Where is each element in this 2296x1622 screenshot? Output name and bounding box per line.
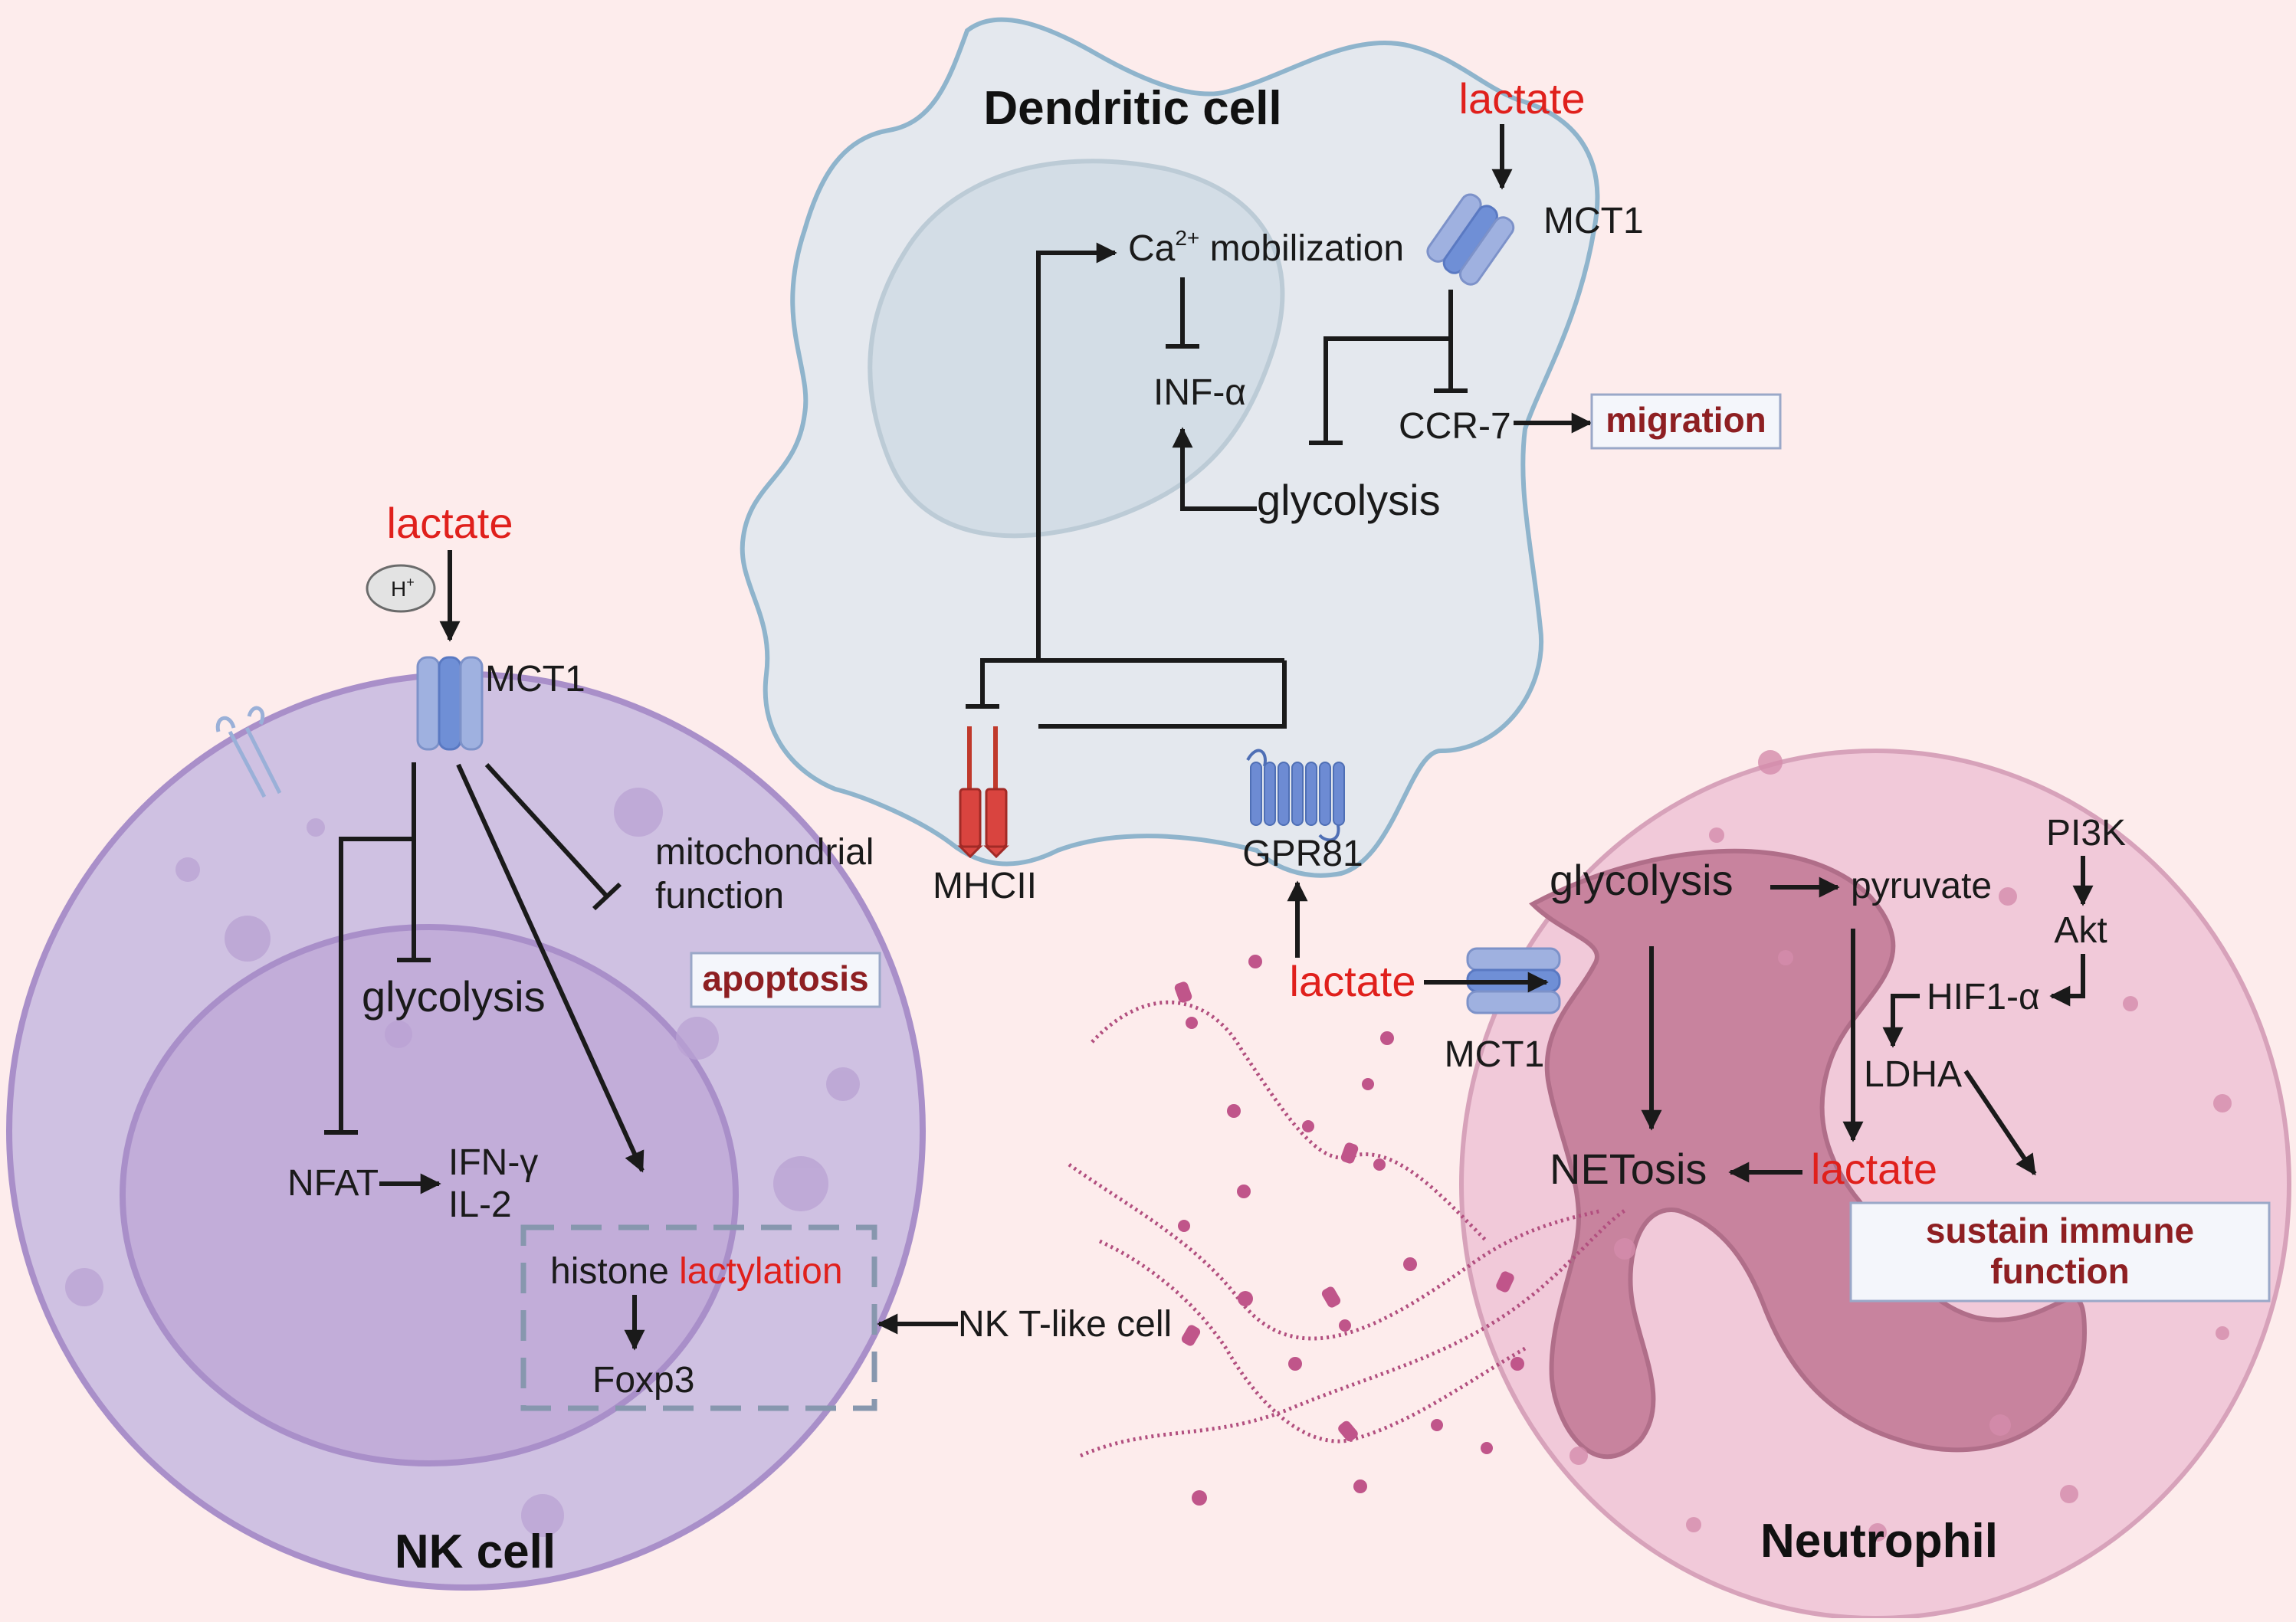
nk-mct1-label: MCT1 bbox=[485, 659, 585, 700]
dendritic-lactate-label: lactate bbox=[1459, 74, 1586, 123]
ldha-to-sustain-arrow bbox=[1963, 1070, 2037, 1176]
mct1-inhibits-nfat-line bbox=[339, 837, 414, 1132]
histone-lactylation-label: histone lactylation bbox=[550, 1251, 843, 1292]
sustain-immune-line2: function bbox=[1990, 1251, 2129, 1291]
inf-alpha-label: INF-α bbox=[1153, 372, 1246, 413]
nkt-cell-label: NK T-like cell bbox=[958, 1304, 1172, 1345]
nk-vesicles bbox=[65, 788, 860, 1537]
net-strands bbox=[1068, 1000, 1626, 1458]
nk-title: NK cell bbox=[395, 1525, 556, 1578]
sustain-immune-box bbox=[1849, 1201, 2271, 1303]
hif-to-ldha-arrow bbox=[1882, 994, 1920, 1048]
mhcii-inhibition-line bbox=[980, 658, 1284, 706]
dendritic-title: Dendritic cell bbox=[983, 82, 1281, 135]
ca-mobilization-label: Ca2+ mobilization bbox=[1128, 226, 1404, 269]
dendritic-glycolysis-label: glycolysis bbox=[1257, 476, 1441, 524]
neutrophil-nucleus bbox=[1529, 848, 2088, 1460]
pyruvate-label: pyruvate bbox=[1851, 866, 1992, 906]
ldha-label: LDHA bbox=[1864, 1054, 1962, 1095]
il2-label: IL-2 bbox=[448, 1185, 512, 1225]
hif1a-label: HIF1-α bbox=[1927, 977, 2040, 1017]
nk-nucleus bbox=[120, 924, 739, 1466]
apoptosis-box bbox=[690, 952, 881, 1008]
nk-receptor-icon bbox=[215, 706, 282, 798]
mhcii-label: MHCII bbox=[933, 866, 1037, 906]
nk-glycolysis-label: glycolysis bbox=[362, 972, 546, 1021]
akt-to-hif-arrow bbox=[2049, 954, 2085, 1007]
migration-label: migration bbox=[1606, 400, 1766, 440]
nk-lactate-label: lactate bbox=[387, 499, 513, 547]
migration-box bbox=[1590, 393, 1782, 450]
neutrophil-granules bbox=[1569, 750, 2232, 1542]
mhcii-receptor-icon bbox=[957, 726, 1009, 859]
inhibit-mhcii-line bbox=[1038, 660, 1287, 729]
neutrophil-glycolysis-label: glycolysis bbox=[1550, 856, 1733, 904]
glycolysis-to-inf-arrow bbox=[1172, 427, 1257, 511]
net-granules bbox=[1174, 955, 1524, 1506]
mito-label-line2: function bbox=[655, 876, 784, 916]
foxp3-label: Foxp3 bbox=[592, 1360, 694, 1401]
proton-bubble bbox=[366, 564, 436, 613]
ifn-gamma-label: IFN-γ bbox=[448, 1142, 538, 1183]
neutrophil-mct1-transporter-icon bbox=[1466, 947, 1561, 1014]
dendritic-mct1-label: MCT1 bbox=[1543, 201, 1644, 241]
mct1-inhibits-mito-line bbox=[484, 762, 609, 899]
netosis-label: NETosis bbox=[1550, 1145, 1707, 1193]
mct1-to-lactylation-arrow bbox=[456, 763, 645, 1173]
mito-label-line1: mitochondrial bbox=[655, 832, 874, 873]
neutrophil-lactate-in-label: lactate bbox=[1290, 957, 1416, 1005]
nk-mct1-transporter-icon bbox=[416, 656, 484, 751]
lactylation-dashed-box bbox=[520, 1224, 877, 1411]
gpr81-label: GPR81 bbox=[1242, 834, 1363, 874]
apoptosis-label: apoptosis bbox=[702, 958, 868, 998]
mct1-transporter-icon bbox=[1426, 193, 1515, 286]
ccr7-label: CCR-7 bbox=[1399, 406, 1511, 447]
mct1-inhibits-glycolysis-line bbox=[1323, 336, 1451, 443]
gpr81-receptor-icon bbox=[1246, 749, 1345, 842]
neutrophil-lactate-label: lactate bbox=[1811, 1145, 1937, 1193]
neutrophil-mct1-label: MCT1 bbox=[1445, 1034, 1545, 1075]
neutrophil-title: Neutrophil bbox=[1760, 1515, 1998, 1568]
sustain-immune-line1: sustain immune bbox=[1926, 1211, 2194, 1250]
pi3k-label: PI3K bbox=[2046, 813, 2126, 854]
proton-label: H+ bbox=[391, 575, 415, 601]
mct1-inhibits-mito-bar bbox=[592, 882, 622, 911]
nfat-label: NFAT bbox=[287, 1163, 379, 1204]
akt-label: Akt bbox=[2054, 910, 2107, 951]
